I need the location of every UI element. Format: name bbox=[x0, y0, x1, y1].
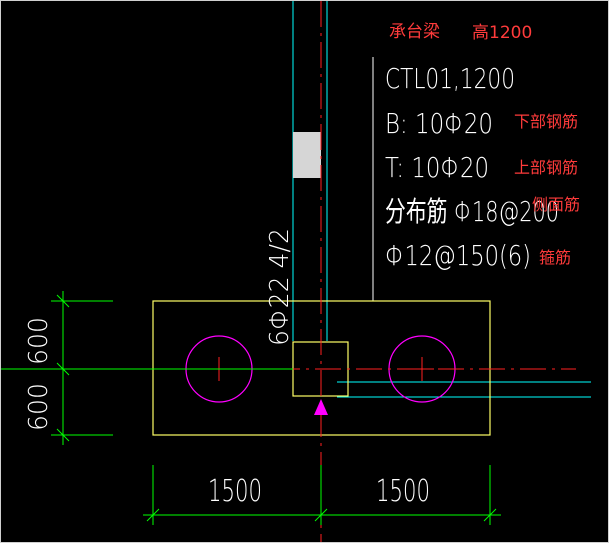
dim-left-tick-bottom bbox=[56, 428, 70, 442]
annotation-top-bar: 上部钢筋 bbox=[514, 158, 578, 177]
dim-left-tick-top bbox=[56, 294, 70, 308]
beam-label-top: T: 10Φ20 bbox=[385, 151, 489, 184]
dim-bottom-tick-left bbox=[146, 508, 160, 522]
dim-left-upper-text: 600 bbox=[24, 317, 54, 365]
beam-label-side: 分布筋 Φ18@200 bbox=[385, 195, 559, 228]
beam-label-stirrup: Φ12@150(6) bbox=[385, 239, 531, 272]
annotation-title: 承台梁 bbox=[389, 22, 440, 42]
annotation-height: 高1200 bbox=[472, 23, 532, 43]
beam-label-name: CTL01,1200 bbox=[385, 62, 515, 95]
annotation-bottom-bar: 下部钢筋 bbox=[514, 112, 578, 131]
annotation-stirrup: 箍筋 bbox=[539, 248, 571, 267]
beam-section-block bbox=[293, 132, 321, 178]
dim-left-tick-mid bbox=[56, 362, 70, 376]
annotation-side-bar: 侧面筋 bbox=[532, 195, 580, 214]
beam-label-bottom: B: 10Φ20 bbox=[385, 107, 493, 140]
dim-bottom-tick-mid bbox=[314, 508, 328, 522]
column-rebar-label: 6Φ22 4/2 bbox=[265, 228, 295, 346]
dim-left-lower-text: 600 bbox=[24, 383, 54, 431]
dim-bottom-right-text: 1500 bbox=[376, 474, 430, 509]
dim-bottom-left-text: 1500 bbox=[208, 474, 262, 509]
dim-bottom-tick-right bbox=[483, 508, 497, 522]
insertion-point-marker bbox=[314, 399, 328, 415]
